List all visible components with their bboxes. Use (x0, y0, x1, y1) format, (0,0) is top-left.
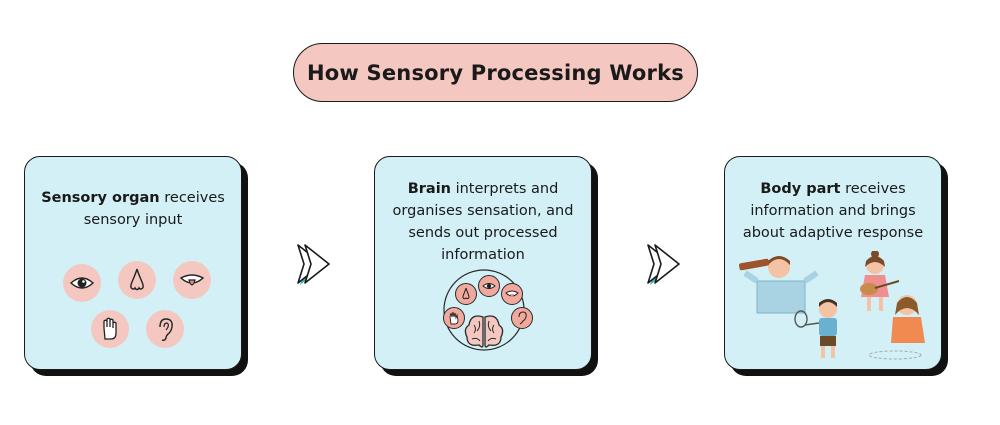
hand-icon (91, 310, 129, 348)
eye-icon (478, 275, 500, 297)
chevron-right-icon (297, 244, 330, 285)
chevron-right-icon (647, 244, 680, 285)
diagram-title-text: How Sensory Processing Works (307, 60, 684, 85)
brain-icon (443, 269, 525, 351)
step-card-body-part: Body part receives information and bring… (724, 156, 950, 378)
hand-icon (443, 307, 465, 329)
step-card-sensory-organ: Sensory organ receives sensory input (24, 156, 250, 378)
step-card-brain: Brain interprets and organises sensation… (374, 156, 600, 378)
nose-icon (455, 283, 477, 305)
step-text: Body part receives information and bring… (742, 181, 924, 241)
step-text: Brain interprets and organises sensation… (392, 181, 574, 263)
nose-icon (118, 261, 156, 299)
diagram-title: How Sensory Processing Works (293, 43, 698, 102)
ear-icon (146, 310, 184, 348)
eye-icon (63, 264, 101, 302)
children-playing-illustration (739, 251, 925, 360)
ear-icon (511, 307, 533, 329)
mouth-icon (501, 283, 523, 305)
mouth-icon (173, 261, 211, 299)
step-text: Sensory organ receives sensory input (41, 190, 225, 228)
